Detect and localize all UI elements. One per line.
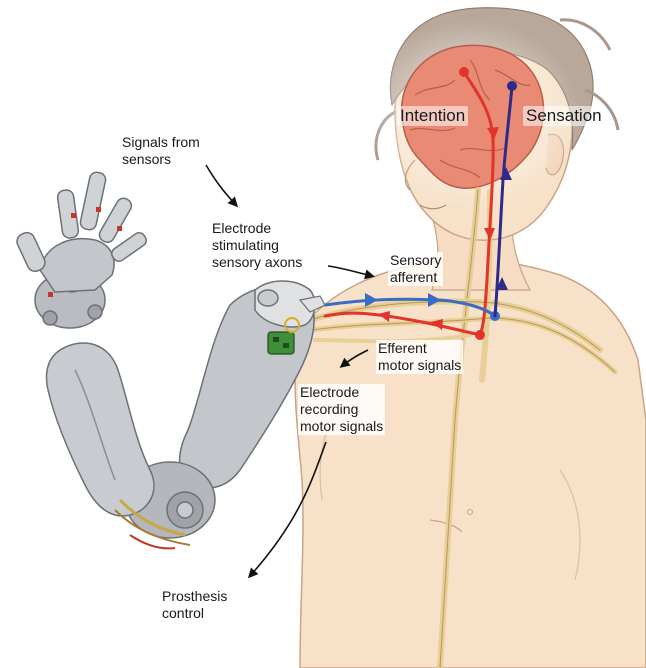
sensation-label: Sensation (523, 106, 605, 126)
sensory-afferent-label: Sensory afferent (388, 252, 443, 286)
signals-from-sensors-label: Signals from sensors (120, 134, 202, 168)
prosthesis-control-label: Prosthesis control (160, 588, 229, 622)
sensation-node (507, 81, 517, 91)
motor-junction-node (475, 330, 485, 340)
electrode-recording-label: Electrode recording motor signals (298, 384, 385, 435)
intention-label: Intention (397, 106, 468, 126)
electrode-stimulating-label: Electrode stimulating sensory axons (210, 220, 304, 271)
intention-node (459, 67, 469, 77)
efferent-motor-signals-label: Efferent motor signals (376, 340, 463, 374)
